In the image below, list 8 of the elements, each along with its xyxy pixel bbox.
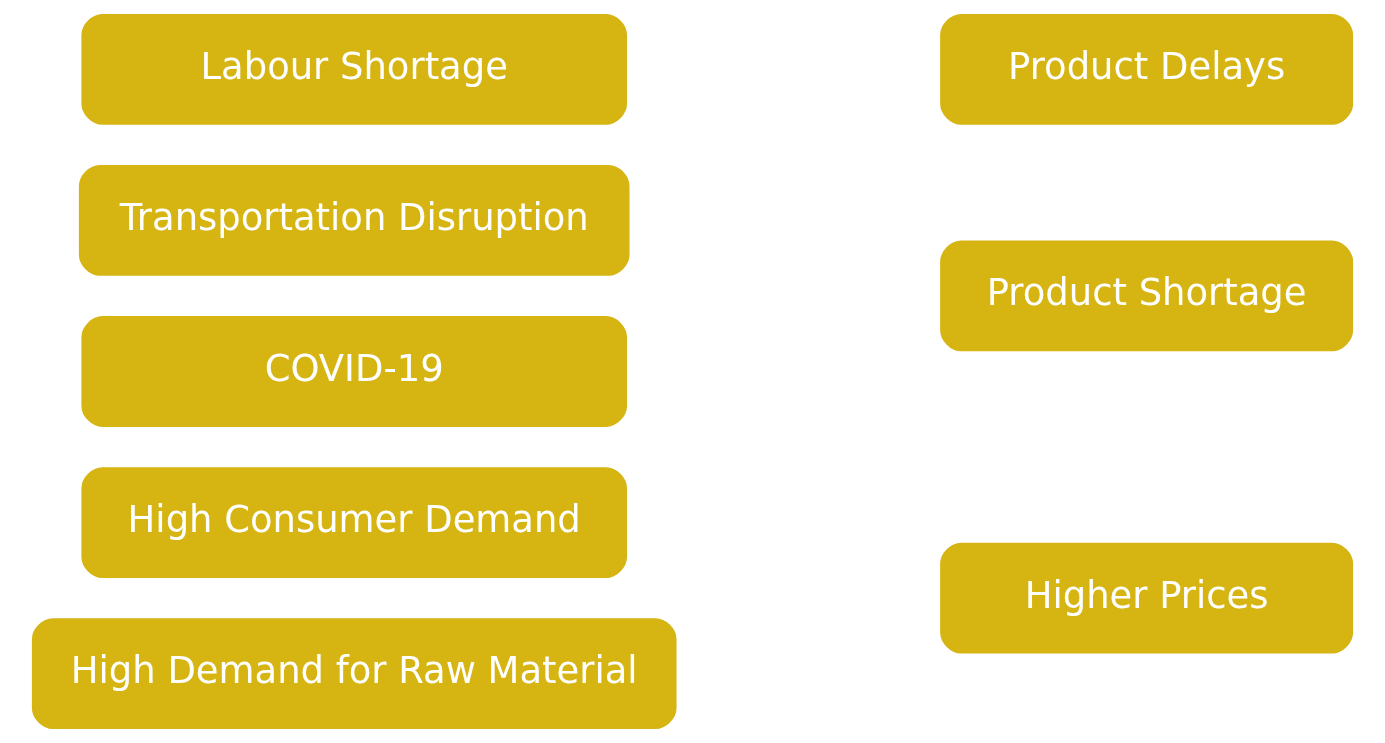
node-box: Product Shortage [940,240,1354,352]
node-box: COVID-19 [81,316,628,427]
node-box: Transportation Disruption [78,165,630,276]
node-box: Higher Prices [940,542,1354,654]
node-box: High Demand for Raw Material [31,618,677,730]
node-box: High Consumer Demand [81,467,628,578]
node-box: Labour Shortage [81,13,628,125]
node-box: Product Delays [940,13,1354,125]
